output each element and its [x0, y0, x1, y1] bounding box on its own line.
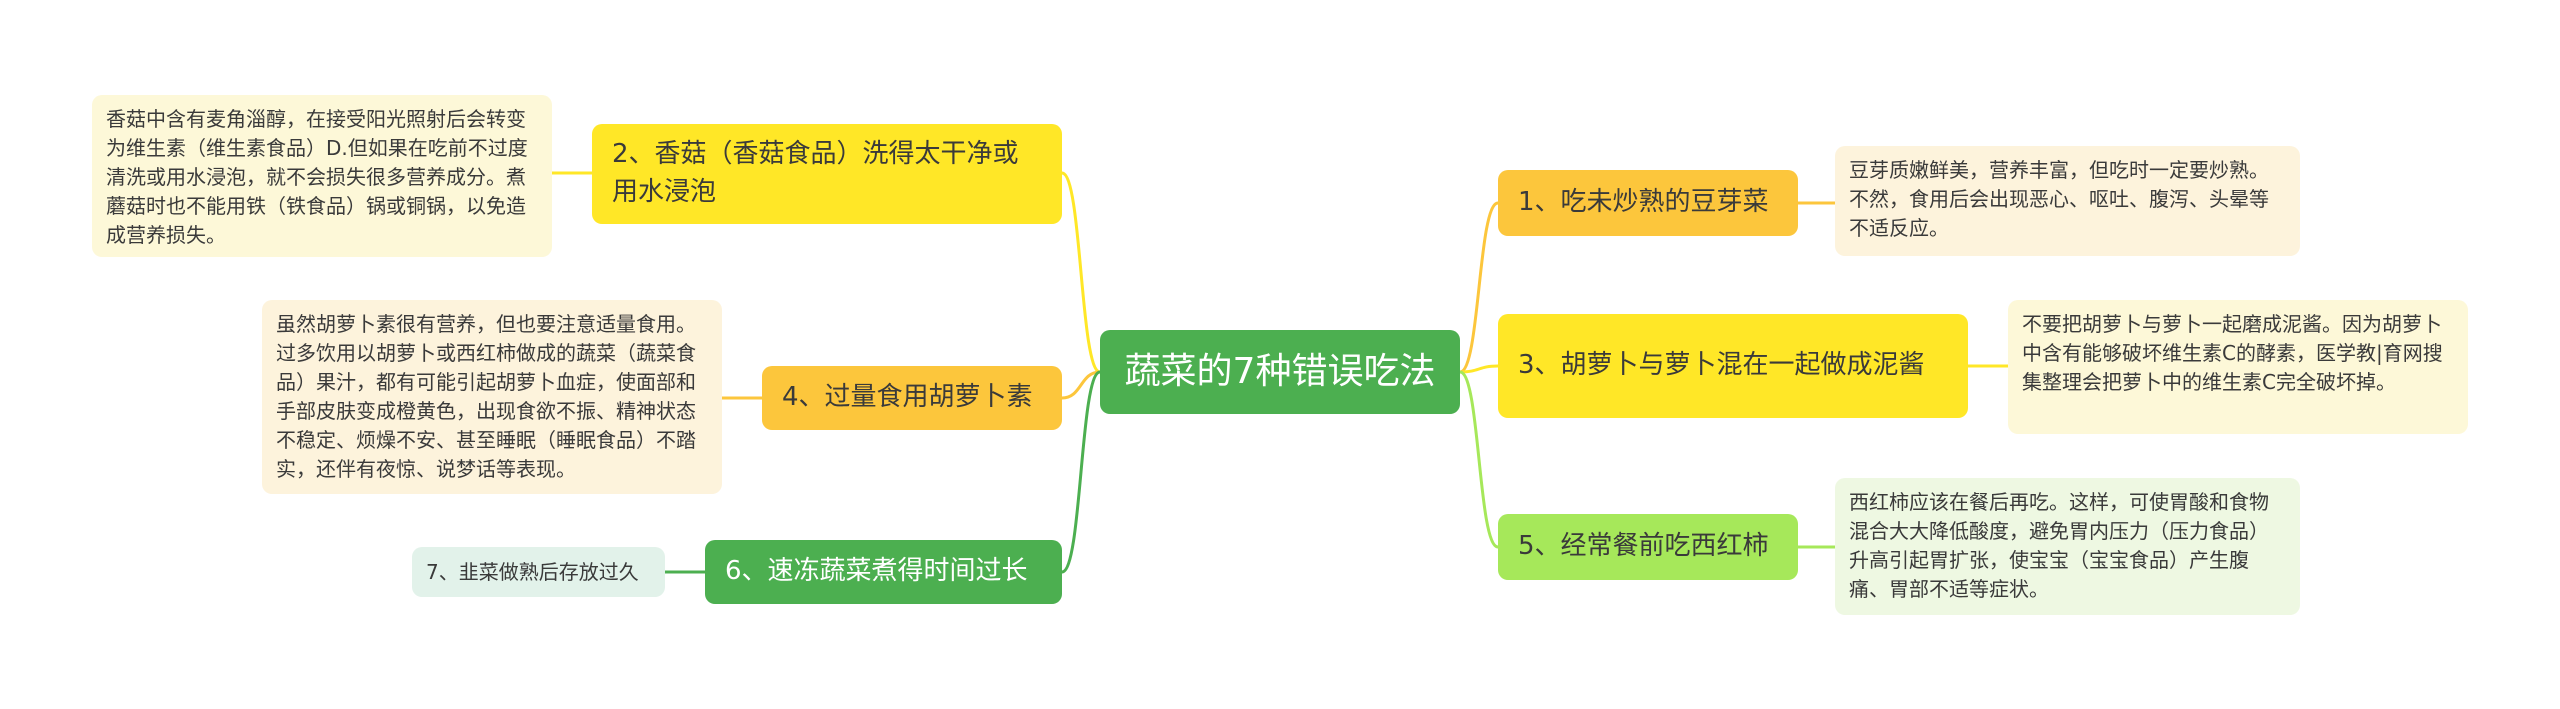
note-5: 西红柿应该在餐后再吃。这样，可使胃酸和食物混合大大降低酸度，避免胃内压力（压力食…: [1835, 478, 2300, 615]
note-4: 虽然胡萝卜素很有营养，但也要注意适量食用。过多饮用以胡萝卜或西红柿做成的蔬菜（蔬…: [262, 300, 722, 494]
connector-root-to-b2: [1061, 171, 1101, 374]
connector-root-to-b1: [1459, 201, 1499, 374]
branch-6[interactable]: 6、速冻蔬菜煮得时间过长: [705, 540, 1062, 604]
branch-1[interactable]: 1、吃未炒熟的豆芽菜: [1498, 170, 1798, 236]
branch-2-label: 2、香菇（香菇食品）洗得太干净或用水浸泡: [612, 139, 1019, 207]
connector-root-to-b5: [1459, 370, 1499, 549]
note-3-text: 不要把胡萝卜与萝卜一起磨成泥酱。因为胡萝卜中含有能够破坏维生素C的酵素，医学教|…: [2022, 312, 2443, 394]
branch-5[interactable]: 5、经常餐前吃西红柿: [1498, 514, 1798, 580]
connector-root-to-b3: [1459, 364, 1499, 374]
branch-3-label: 3、胡萝卜与萝卜混在一起做成泥酱: [1518, 350, 1925, 381]
note-5-text: 西红柿应该在餐后再吃。这样，可使胃酸和食物混合大大降低酸度，避免胃内压力（压力食…: [1849, 490, 2269, 601]
branch-1-label: 1、吃未炒熟的豆芽菜: [1518, 187, 1769, 218]
note-1: 豆芽质嫩鲜美，营养丰富，但吃时一定要炒熟。不然，食用后会出现恶心、呕吐、腹泻、头…: [1835, 146, 2300, 256]
branch-6-label: 6、速冻蔬菜煮得时间过长: [725, 556, 1028, 587]
branch-3[interactable]: 3、胡萝卜与萝卜混在一起做成泥酱: [1498, 314, 1968, 418]
note-6: 7、韭菜做熟后存放过久: [412, 547, 665, 597]
note-3: 不要把胡萝卜与萝卜一起磨成泥酱。因为胡萝卜中含有能够破坏维生素C的酵素，医学教|…: [2008, 300, 2468, 434]
note-1-text: 豆芽质嫩鲜美，营养丰富，但吃时一定要炒熟。不然，食用后会出现恶心、呕吐、腹泻、头…: [1849, 158, 2269, 240]
central-topic-label: 蔬菜的7种错误吃法: [1124, 350, 1436, 392]
central-topic[interactable]: 蔬菜的7种错误吃法: [1100, 330, 1460, 414]
branch-4[interactable]: 4、过量食用胡萝卜素: [762, 366, 1062, 430]
note-2-text: 香菇中含有麦角淄醇，在接受阳光照射后会转变为维生素（维生素食品）D.但如果在吃前…: [106, 107, 528, 247]
note-2: 香菇中含有麦角淄醇，在接受阳光照射后会转变为维生素（维生素食品）D.但如果在吃前…: [92, 95, 552, 257]
branch-4-label: 4、过量食用胡萝卜素: [782, 382, 1033, 413]
note-6-text: 7、韭菜做熟后存放过久: [426, 559, 639, 584]
branch-2[interactable]: 2、香菇（香菇食品）洗得太干净或用水浸泡: [592, 124, 1062, 224]
note-4-text: 虽然胡萝卜素很有营养，但也要注意适量食用。过多饮用以胡萝卜或西红柿做成的蔬菜（蔬…: [276, 312, 696, 481]
connector-root-to-b4: [1061, 370, 1101, 400]
connector-root-to-b6: [1061, 370, 1101, 574]
branch-5-label: 5、经常餐前吃西红柿: [1518, 531, 1769, 562]
